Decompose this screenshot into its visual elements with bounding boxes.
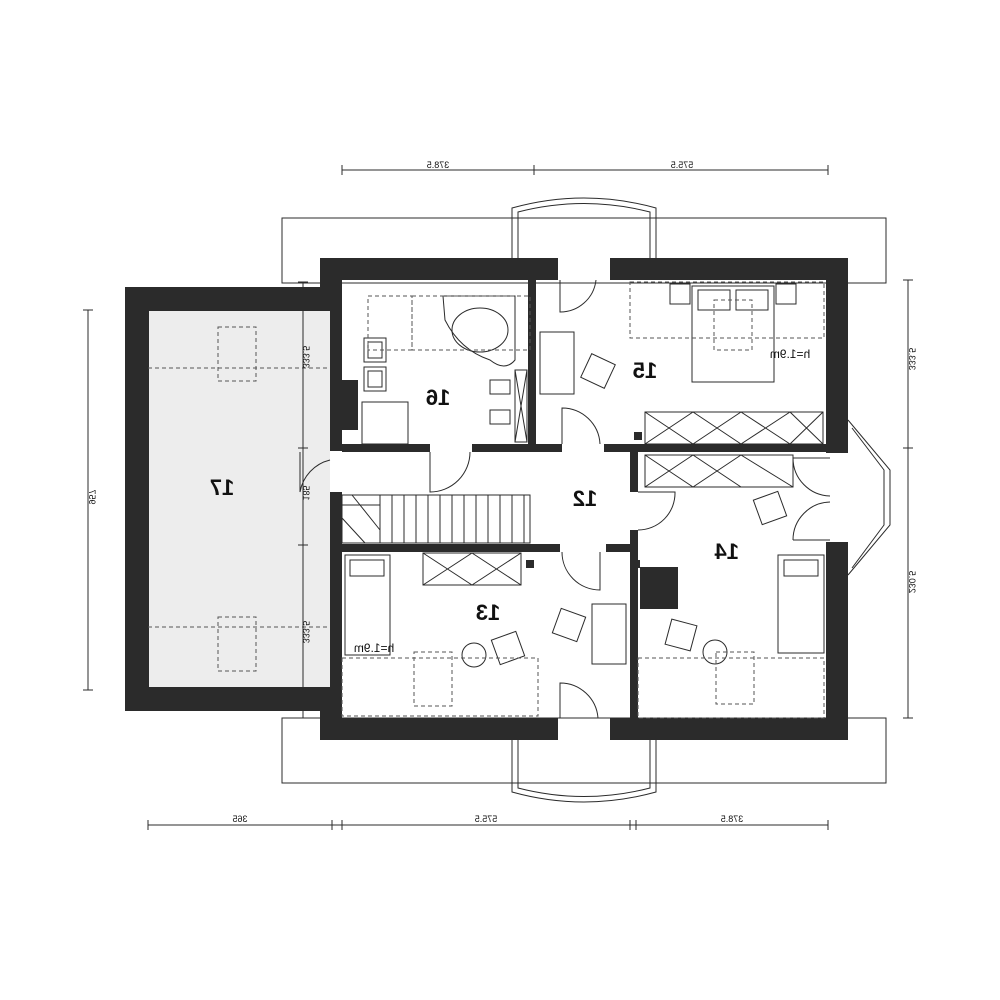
roof-outline xyxy=(281,197,891,803)
room-number-17: 17 xyxy=(210,475,234,500)
room-number-16: 16 xyxy=(426,385,450,410)
dim-bottom-right: 378.5 xyxy=(721,814,744,824)
dim-bottom-left: 365 xyxy=(232,814,247,824)
dim-top-right: 575.5 xyxy=(671,160,694,170)
dim-mid-center: 185 xyxy=(301,485,311,500)
bedroom-13-furniture xyxy=(341,552,627,717)
window-left xyxy=(127,477,147,521)
attic-floor xyxy=(148,310,330,688)
dim-right-upper: 333.5 xyxy=(907,348,917,371)
dim-mid-lower: 333.5 xyxy=(301,621,311,644)
dim-top-left: 378.5 xyxy=(427,160,450,170)
dim-right-lower: 230.5 xyxy=(907,571,917,594)
dim-left-total: 957 xyxy=(87,489,97,504)
staircase xyxy=(341,494,531,544)
height-note-13: h=1.9m xyxy=(354,641,394,655)
room-number-14: 14 xyxy=(714,539,739,564)
dimension-lines xyxy=(83,165,913,830)
room-number-15: 15 xyxy=(633,358,657,383)
bedroom-14-furniture xyxy=(632,454,825,719)
bedroom-15-furniture xyxy=(539,281,825,445)
room-number-12: 12 xyxy=(573,486,597,511)
attic-markings xyxy=(148,326,330,672)
dim-bottom-mid: 575.5 xyxy=(475,814,498,824)
walls xyxy=(125,258,848,740)
doors xyxy=(299,279,831,719)
dim-mid-upper: 333.5 xyxy=(301,346,311,369)
height-note-15: h=1.9m xyxy=(770,347,810,361)
bathroom-fixtures xyxy=(361,295,531,445)
room-number-13: 13 xyxy=(476,600,500,625)
